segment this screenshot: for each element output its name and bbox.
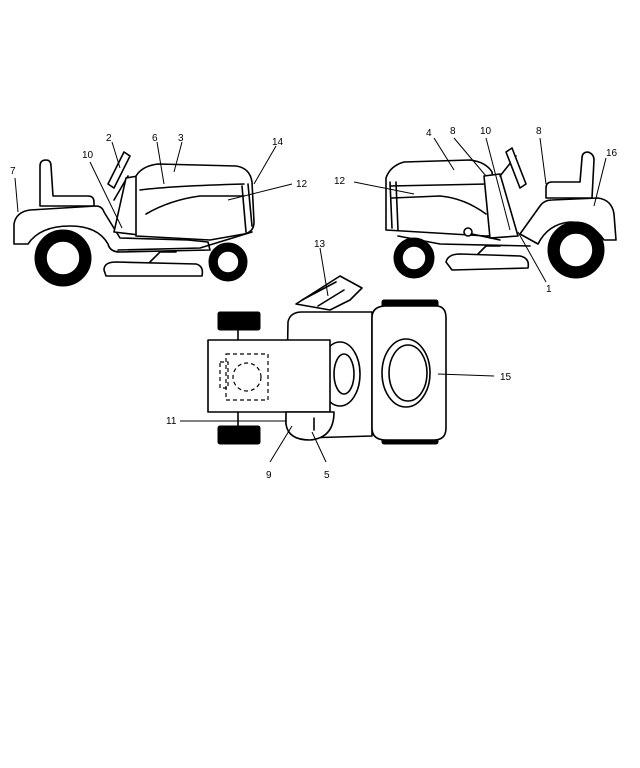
callout-label: 9: [266, 470, 272, 481]
leader-3: [173, 141, 183, 173]
leader-4: [433, 137, 455, 171]
deck-chute: [149, 251, 177, 263]
seat-top: [381, 338, 431, 408]
rear-wheel-rim: [45, 240, 81, 276]
leader-13: [319, 247, 329, 297]
grille: [241, 183, 253, 233]
leader-12-left: [227, 183, 293, 201]
lift-lever: [471, 233, 501, 241]
hood-line: [389, 183, 489, 187]
rear-fender: [13, 205, 211, 253]
callout-label: 7: [10, 166, 16, 177]
discharge-chute: [295, 275, 363, 311]
engine-detail: [219, 361, 229, 389]
front-tire: [217, 311, 261, 331]
mower-deck: [445, 253, 530, 271]
frame: [117, 231, 253, 251]
seat-cushion: [388, 344, 428, 402]
callout-label: 15: [500, 372, 512, 383]
steering-top: [333, 353, 355, 395]
air-filter-outline: [232, 362, 262, 392]
rear-wheel-rim: [558, 232, 594, 268]
hood-side-panel: [145, 195, 245, 215]
seat: [39, 159, 95, 207]
engine-outline: [225, 353, 269, 401]
tractor-left-side-view: 2 6 3 14 7 10 12: [10, 133, 308, 287]
leader-15: [437, 373, 495, 377]
front-tire: [217, 425, 261, 445]
callout-label: 3: [178, 133, 184, 144]
callout-label: 16: [606, 148, 618, 159]
leader-2: [111, 141, 121, 169]
leader-6-left: [156, 141, 165, 185]
hood-line: [139, 183, 245, 191]
callout-label: 12: [334, 176, 346, 187]
tractor-right-side-view: 4 8 10 8 16 12 1: [334, 126, 618, 295]
leader-8-top: [453, 137, 487, 177]
chute-detail: [301, 281, 345, 307]
callout-label: 4: [426, 128, 432, 139]
seat: [545, 151, 595, 199]
callout-label: 1: [546, 284, 552, 295]
callout-label: 12: [296, 179, 308, 190]
leader-10-left: [89, 161, 123, 229]
leader-12-right: [353, 181, 415, 195]
hood-side-panel: [391, 195, 487, 215]
callout-label: 8: [450, 126, 456, 137]
deck-lobe: [285, 411, 335, 441]
deck-chute: [477, 245, 501, 255]
leader-14: [253, 145, 277, 185]
leader-5: [311, 431, 327, 463]
rear-fender: [519, 197, 617, 245]
leader-16: [593, 157, 607, 207]
dash-tower: [483, 173, 519, 239]
callout-label: 8: [536, 126, 542, 137]
callout-label: 5: [324, 470, 330, 481]
tractor-top-view: 13 15 11 9 5: [166, 239, 512, 481]
callout-label: 6: [152, 133, 158, 144]
lift-lever-knob: [463, 227, 473, 237]
callout-label: 10: [480, 126, 492, 137]
leader-10-right: [485, 137, 511, 231]
leader-8-right: [539, 137, 547, 185]
front-wheel-rim: [401, 245, 427, 271]
leader-7: [14, 177, 19, 213]
callout-label: 14: [272, 137, 284, 148]
hood: [135, 163, 255, 241]
leader-9: [269, 425, 293, 463]
front-wheel-rim: [216, 250, 240, 274]
steering-wheel: [505, 147, 527, 189]
callout-label: 13: [314, 239, 326, 250]
callout-label: 10: [82, 150, 94, 161]
mower-deck: [103, 261, 204, 277]
callout-label: 11: [166, 416, 177, 427]
callout-label: 2: [106, 133, 112, 144]
leader-1: [517, 231, 547, 283]
